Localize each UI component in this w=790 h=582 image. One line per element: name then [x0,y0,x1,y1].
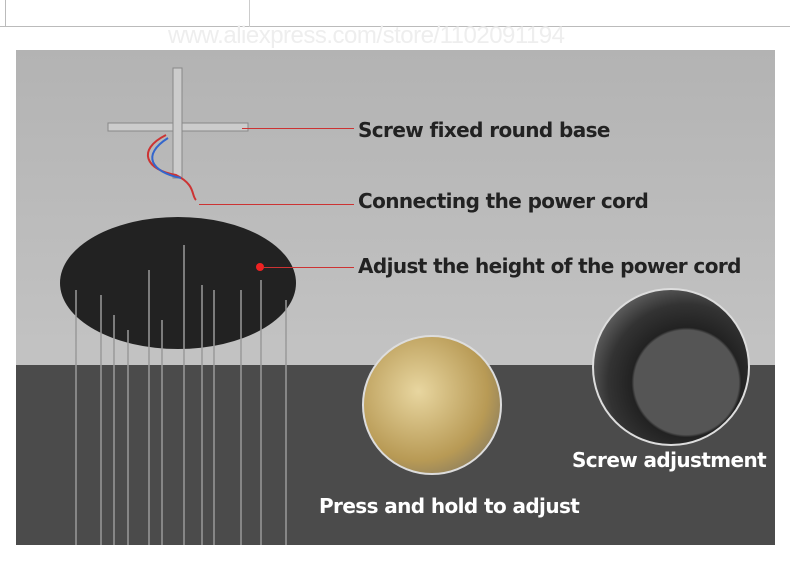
divider [5,0,6,27]
label-press: Press and hold to adjust [319,494,580,518]
callout-line [199,204,354,205]
callout-line [264,267,354,268]
label-base: Screw fixed round base [358,118,610,142]
mounting-bracket [107,67,249,179]
watermark: www.aliexpress.com/store/1102091194 [168,22,565,49]
detail-screw-image [592,288,750,446]
divider [0,26,790,27]
callout-line [242,128,354,129]
detail-press-image [362,335,502,475]
product-image: Screw fixed round base Connecting the po… [16,50,775,545]
chandelier-illustration [60,67,296,545]
label-cord: Connecting the power cord [358,189,649,213]
divider [249,0,250,27]
label-screw: Screw adjustment [572,448,767,472]
label-height: Adjust the height of the power cord [358,254,741,278]
